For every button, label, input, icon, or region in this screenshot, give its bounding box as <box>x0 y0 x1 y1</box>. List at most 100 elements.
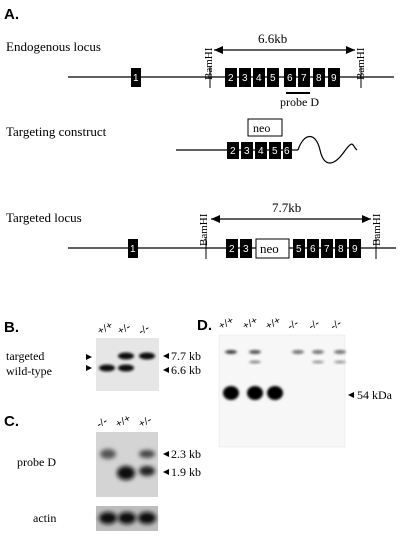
actin-blot <box>96 506 158 531</box>
exon-8: 8 <box>313 68 325 87</box>
panel-d-lane-4: -/- <box>286 317 301 333</box>
arrow-b-right-top <box>163 353 169 359</box>
panel-c-lane-1: -/- <box>95 415 110 431</box>
panel-a-letter: A. <box>4 6 19 23</box>
construct-exon-6: 6 <box>283 142 292 159</box>
northern-blot-c <box>96 432 158 497</box>
targeted-exon-5: 5 <box>293 239 305 258</box>
band-b-lane2-targeted <box>118 352 134 360</box>
construct-exon-5: 5 <box>269 142 281 159</box>
construct-neo-box <box>247 118 283 137</box>
targeted-exon-3: 3 <box>240 239 252 258</box>
svg-text:6: 6 <box>287 73 293 84</box>
targeting-construct-label: Targeting construct <box>6 124 107 139</box>
panel-d-letter: D. <box>197 317 212 334</box>
probe-d-label: probe D <box>280 95 319 109</box>
band-b-lane1-wt <box>99 364 115 372</box>
band-c-lane3-1.9kb <box>139 466 155 476</box>
exon-5: 5 <box>267 68 279 87</box>
targeted-exon-2: 2 <box>226 239 238 258</box>
targeted-exon-1: 1 <box>128 239 138 258</box>
svg-text:6: 6 <box>310 244 316 255</box>
panel-b-letter: B. <box>4 319 19 336</box>
svg-text:8: 8 <box>316 73 322 84</box>
panel-b-lane-3: -/- <box>137 322 152 338</box>
svg-text:5: 5 <box>296 244 302 255</box>
panel-c-lane-2: +/+ <box>114 412 134 430</box>
panel-d-lane-2: +/+ <box>241 314 261 332</box>
panel-c-band-2.3kb: 2.3 kb <box>171 447 201 461</box>
panel-c-letter: C. <box>4 413 19 430</box>
targeted-size-label: 7.7kb <box>272 200 301 215</box>
band-b-lane2-wt <box>118 364 134 372</box>
panel-b-lane-2: +/- <box>116 321 134 338</box>
arrow-b-right-bottom <box>163 367 169 373</box>
svg-text:2: 2 <box>229 244 235 255</box>
exon-2: 2 <box>225 68 237 87</box>
band-c-lane3-2.3kb <box>139 450 155 458</box>
svg-text:4: 4 <box>258 146 264 157</box>
panel-b-band-6.6kb: 6.6 kb <box>171 363 201 377</box>
band-d-lane2-54kda <box>247 386 263 400</box>
vector-backbone-curve <box>297 135 358 164</box>
targeted-exon-9: 9 <box>349 239 361 258</box>
arrow-c-2.3kb <box>163 451 169 457</box>
panel-b-lane-1: +/+ <box>96 319 116 337</box>
exon-9: 9 <box>328 68 340 87</box>
svg-text:9: 9 <box>352 244 358 255</box>
exon-1: 1 <box>131 68 141 87</box>
panel-d-lane-3: +/+ <box>264 314 284 332</box>
targeted-bamhi-right: BamHI <box>371 213 383 246</box>
arrow-c-1.9kb <box>163 469 169 475</box>
endogenous-locus-label: Endogenous locus <box>6 39 101 54</box>
svg-text:6: 6 <box>284 146 290 157</box>
panel-d-lane-6: -/- <box>329 317 344 333</box>
western-blot-d <box>218 334 346 448</box>
panel-d-lane-5: -/- <box>307 317 322 333</box>
targeted-size-arrow <box>211 215 371 223</box>
endogenous-size-arrow <box>214 46 355 54</box>
exon-4: 4 <box>253 68 265 87</box>
construct-exon-2: 2 <box>227 142 239 159</box>
svg-text:3: 3 <box>243 244 249 255</box>
southern-blot-b <box>96 338 159 391</box>
svg-text:9: 9 <box>331 73 337 84</box>
panel-c-band-1.9kb: 1.9 kb <box>171 465 201 479</box>
svg-text:7: 7 <box>324 244 330 255</box>
panel-b-targeted-label: targeted <box>6 349 44 363</box>
construct-exons: 2 3 4 5 6 <box>227 142 292 159</box>
svg-text:5: 5 <box>272 146 278 157</box>
targeted-exons: 1 2 3 neo 5 6 7 8 9 <box>128 238 361 259</box>
panel-b-band-7.7kb: 7.7 kb <box>171 349 201 363</box>
panel-c-actin-label: actin <box>33 511 56 525</box>
panel-b-wildtype-label: wild-type <box>6 364 52 378</box>
svg-text:2: 2 <box>228 73 234 84</box>
targeted-neo-cassette: neo <box>255 238 290 259</box>
construct-neo-label: neo <box>253 121 270 135</box>
exon-6: 6 <box>284 68 296 87</box>
svg-text:5: 5 <box>270 73 276 84</box>
svg-text:2: 2 <box>230 146 236 157</box>
construct-exon-3: 3 <box>241 142 253 159</box>
band-b-lane3-targeted <box>139 352 155 360</box>
svg-text:4: 4 <box>256 73 262 84</box>
svg-text:3: 3 <box>244 146 250 157</box>
construct-exon-4: 4 <box>255 142 267 159</box>
svg-text:8: 8 <box>338 244 344 255</box>
panel-c-probe-label: probe D <box>17 455 56 469</box>
band-c-lane1-2.3kb <box>100 449 116 459</box>
panel-c-lane-3: +/- <box>137 414 155 431</box>
targeted-exon-6: 6 <box>307 239 319 258</box>
endogenous-exons: 1 2 3 4 5 6 7 8 9 <box>131 68 340 87</box>
endogenous-bamhi-right: BamHI <box>355 47 367 80</box>
arrow-b-left-wt <box>86 365 92 371</box>
targeted-bamhi-left: BamHI <box>198 213 210 246</box>
endogenous-size-label: 6.6kb <box>258 31 287 46</box>
arrow-b-left-targeted <box>86 354 92 360</box>
endogenous-bamhi-left: BamHI <box>203 47 215 80</box>
svg-text:7: 7 <box>301 73 307 84</box>
exon-7: 7 <box>298 68 310 87</box>
band-d-lane3-54kda <box>267 386 283 400</box>
svg-text:3: 3 <box>242 73 248 84</box>
panel-d-lane-1: +/+ <box>217 314 237 332</box>
